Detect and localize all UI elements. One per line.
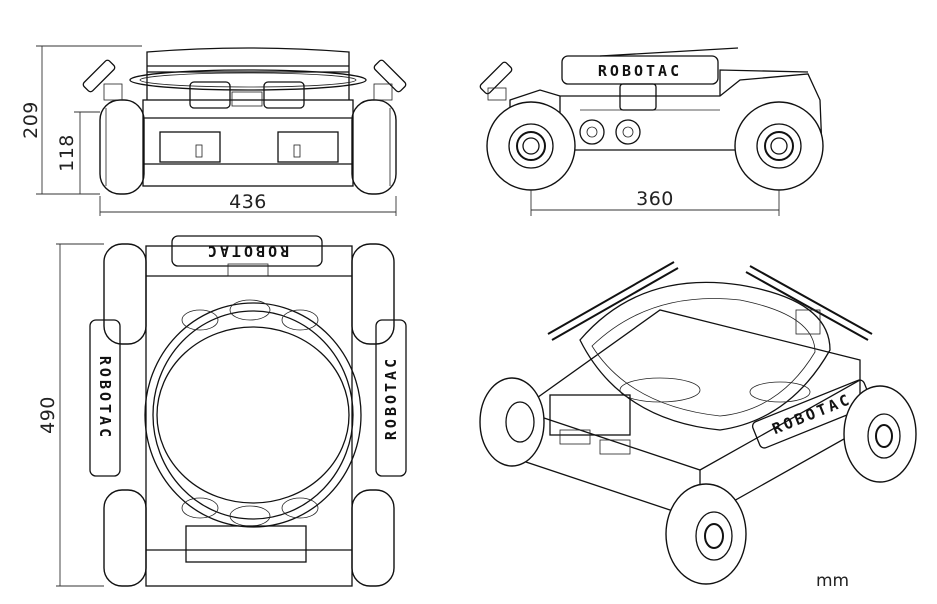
front-view-right-wheel [351,99,397,195]
front-view-left-light-bar [82,59,116,93]
top-view-right-brand-plate [375,319,407,477]
front-view-left-wheel [99,99,145,195]
dim-front-deck-height: 118 [56,134,78,172]
dim-front-width: 436 [229,191,267,213]
dim-front-height: 209 [20,101,42,139]
top-view-right-brand-label: ROBOTAC [382,356,400,440]
top-view-front-brand-label: ROBOTAC [205,242,289,260]
top-view-left-brand-plate [89,319,121,477]
iso-wheel-front-left [479,377,545,467]
side-view-front-wheel [486,101,576,191]
iso-wheel-rear-right [843,385,917,483]
side-view-brand-label: ROBOTAC [598,62,682,80]
iso-top-plate [579,281,831,431]
top-view-wheel-rear-left [103,489,147,587]
dim-side-wheelbase: 360 [636,188,674,210]
unit-label: mm [816,571,849,591]
top-view: ROBOTAC ROBOTAC ROBOTAC 490 [37,235,407,587]
side-view: ROBOTAC 360 [479,47,824,216]
top-view-front-brand-plate [171,235,323,267]
dim-top-length: 490 [37,396,59,434]
front-view-chassis [142,99,354,187]
top-view-chassis [145,245,353,587]
front-view-top-plate [146,47,350,100]
top-view-round-plate [144,302,362,528]
iso-motor-housing [549,394,631,436]
front-view: 209 118 436 [20,45,407,216]
iso-light-bar-right [749,265,873,335]
top-view-left-brand-label: ROBOTAC [96,356,114,440]
iso-wheel-rear-left [665,483,747,585]
iso-brand-label: ROBOTAC [770,390,855,438]
front-view-right-light-bar [373,59,407,93]
side-view-rear-wheel [734,101,824,191]
top-view-wheel-rear-right [351,489,395,587]
top-view-wheel-front-left [103,243,147,345]
side-view-light-bar [479,61,513,95]
top-view-wheel-front-right [351,243,395,345]
iso-light-bar-left [547,261,675,335]
isometric-view: ROBOTAC [479,261,917,585]
